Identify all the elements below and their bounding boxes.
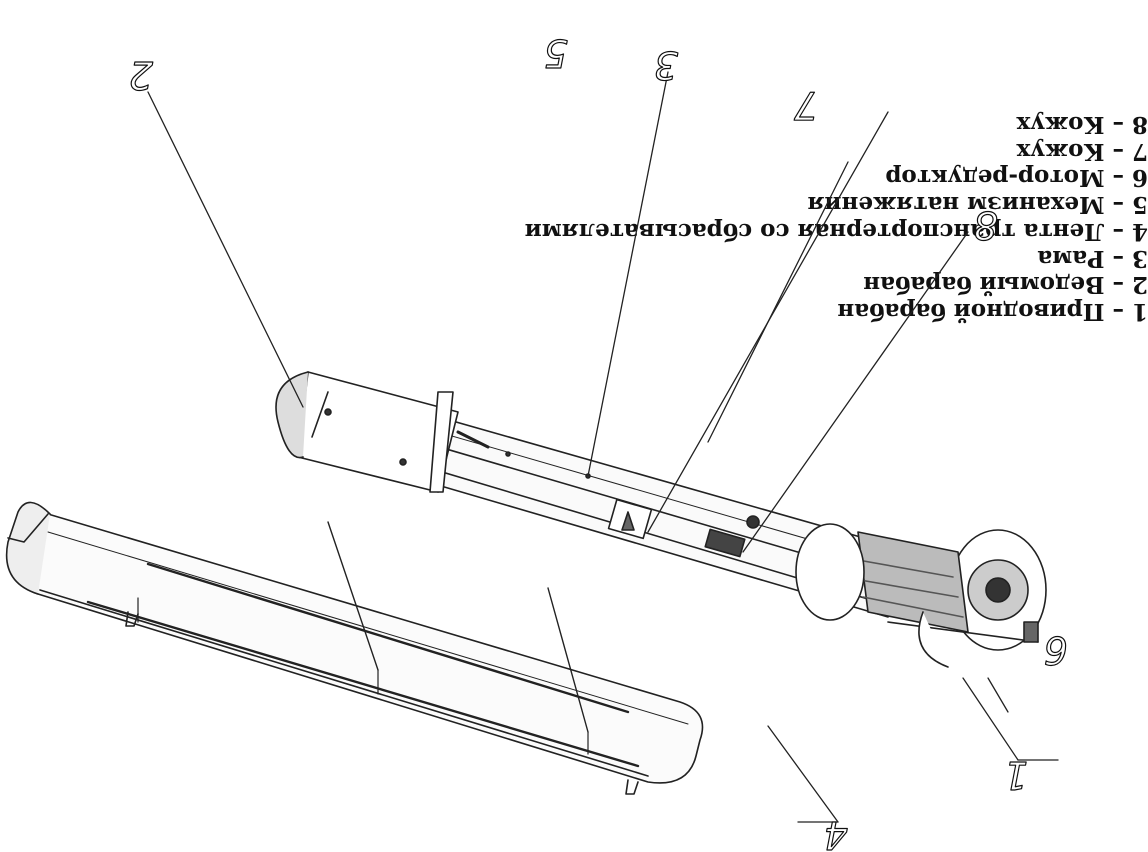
callout-1: 1: [1004, 753, 1028, 797]
callout-6: 6: [1044, 628, 1068, 672]
callout-4: 4: [824, 813, 848, 852]
tension-bracket: [430, 392, 488, 492]
callout-5: 5: [544, 31, 568, 75]
callout-8: 8: [974, 203, 998, 247]
driven-drum-housing: [276, 372, 458, 492]
callout-7: 7: [794, 83, 818, 127]
callout-labels: 1 2 3 4 5 6 7 8: [128, 30, 1068, 852]
conveyor-belt: [10, 513, 703, 794]
motor: [796, 524, 1046, 667]
callout-lines: [148, 72, 1058, 822]
callout-3: 3: [654, 43, 678, 87]
end-drum: [7, 502, 50, 594]
callout-2: 2: [129, 53, 153, 97]
